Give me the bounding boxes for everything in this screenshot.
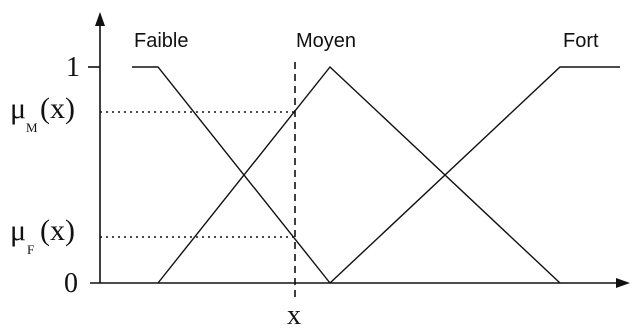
mu-moyen-subscript: M [26,120,38,135]
mu-faible-symbol: μ [10,214,26,247]
mu-moyen-argument: (x) [40,92,75,125]
mu-moyen-symbol: μ [10,92,26,125]
y-one-label: 1 [66,52,80,83]
mu-faible-label: μ F (x) [10,214,75,257]
fort-membership-curve [329,66,620,284]
y-zero-label: 0 [64,268,78,299]
moyen-membership-curve [157,65,561,284]
x-axis-arrow [616,278,630,288]
y-axis-arrow [95,12,105,26]
mu-faible-argument: (x) [40,214,75,247]
moyen-label: Moyen [296,30,356,52]
mu-moyen-label: μ M (x) [10,92,75,135]
fort-label: Fort [563,30,599,52]
mu-faible-subscript: F [27,242,34,257]
faible-membership-curve [132,66,331,284]
x-value-label: x [287,300,301,329]
faible-label: Faible [134,30,188,52]
